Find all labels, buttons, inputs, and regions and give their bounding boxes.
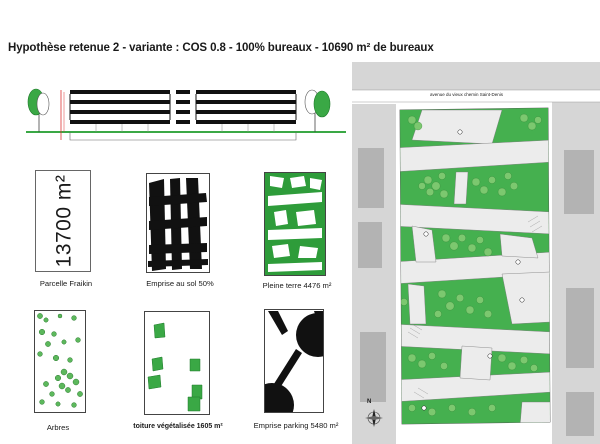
green-roof-diagram bbox=[144, 311, 210, 415]
footprint-diagram bbox=[146, 173, 210, 273]
building-section-elevation bbox=[26, 88, 346, 141]
section-tree-right bbox=[304, 89, 331, 132]
green-roof-caption: toiture végétalisée 1605 m² bbox=[133, 423, 223, 430]
trees-diagram bbox=[34, 310, 86, 413]
street-label: avenue du vieux chemin Saint-Denis bbox=[430, 92, 504, 97]
parking-caption: Emprise parking 5480 m² bbox=[253, 421, 339, 430]
site-plan bbox=[352, 62, 600, 444]
page-title: Hypothèse retenue 2 - variante : COS 0.8… bbox=[8, 42, 434, 54]
parcel-area-label: 13700 m² bbox=[52, 174, 75, 268]
parcel-diagram bbox=[35, 170, 91, 272]
trees-caption: Arbres bbox=[46, 423, 70, 432]
open-ground-caption: Pleine terre 4476 m² bbox=[262, 281, 332, 290]
open-ground-diagram bbox=[264, 172, 326, 276]
compass-icon bbox=[365, 409, 383, 427]
parcel-caption: Parcelle Fraikin bbox=[39, 279, 93, 288]
section-tree-left bbox=[27, 88, 50, 132]
footprint-caption: Emprise au sol 50% bbox=[146, 279, 214, 288]
compass-label: N bbox=[367, 399, 372, 405]
parking-diagram bbox=[264, 309, 324, 413]
